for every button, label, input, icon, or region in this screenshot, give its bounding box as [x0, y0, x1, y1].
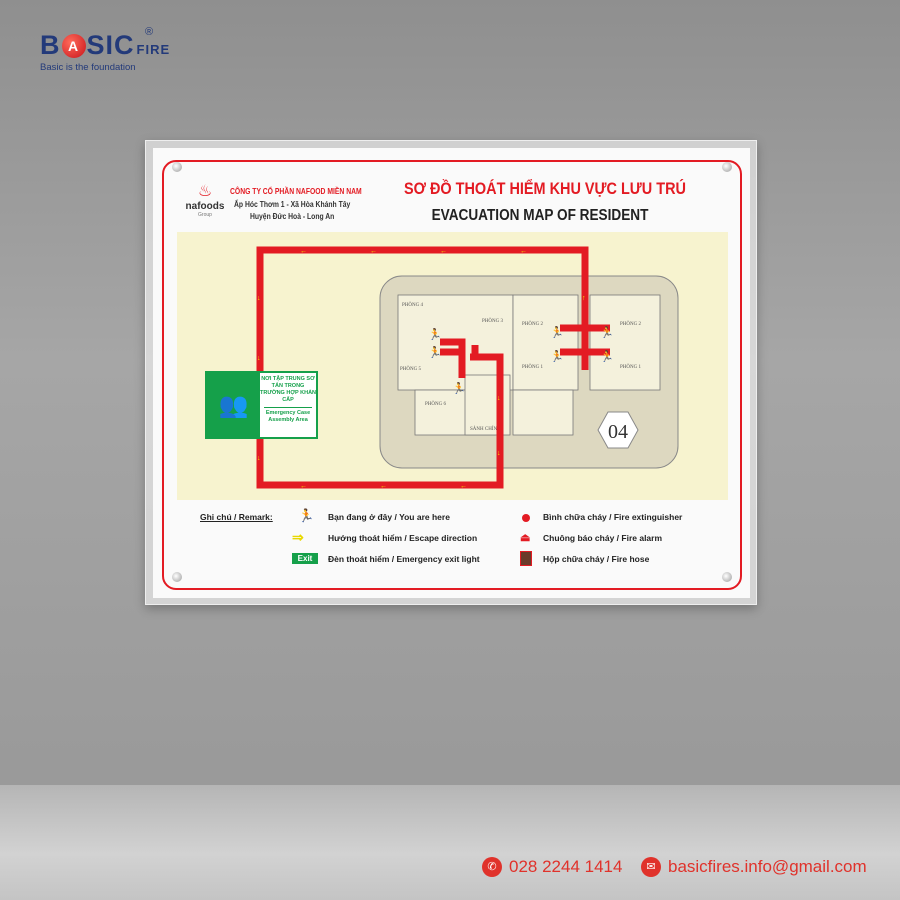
svg-text:🏃: 🏃 [550, 326, 564, 339]
flame-icon: ♨ [197, 183, 213, 200]
room-label: PHÒNG 1 [620, 364, 641, 370]
assembly-people-icon: 👥 [207, 373, 260, 437]
room-label: SẢNH CHÍNH [470, 426, 501, 432]
svg-text:←: ← [370, 248, 377, 255]
logo-tagline: Basic is the foundation [40, 62, 136, 73]
logo-word: SIC [86, 30, 135, 60]
svg-text:🏃: 🏃 [550, 350, 564, 363]
address-line: Ấp Hóc Thơm 1 - Xã Hòa Khánh Tây [234, 200, 351, 209]
logo-suffix: FIRE [136, 42, 171, 57]
email-address: basicfires.info@gmail.com [668, 857, 867, 876]
title-english: EVACUATION MAP OF RESIDENT [431, 207, 649, 224]
room-label: PHÒNG 5 [400, 366, 421, 372]
legend-title: Ghi chú / Remark: [200, 512, 273, 522]
fire-hose-icon [520, 551, 532, 566]
svg-text:↓: ↓ [257, 355, 261, 362]
legend-hose: Hộp chữa cháy / Fire hose [543, 554, 650, 564]
rooms [397, 294, 661, 436]
assembly-en: Emergency Case Assembly Area [265, 410, 311, 423]
room-label: PHÒNG 2 [620, 321, 641, 327]
registered-mark: ® [145, 26, 154, 38]
svg-text:🏃: 🏃 [600, 350, 614, 363]
red-frame [162, 160, 742, 590]
svg-text:↓: ↓ [497, 395, 501, 402]
svg-text:←: ← [460, 483, 467, 490]
legend-extinguisher: Bình chữa cháy / Fire extinguisher [543, 512, 683, 522]
nafoods-text: nafoods [185, 201, 225, 212]
svg-text:←: ← [440, 248, 447, 255]
svg-text:↓: ↓ [257, 455, 261, 462]
nafoods-sub: Group [198, 212, 212, 218]
svg-text:←: ← [380, 483, 387, 490]
room-label: PHÒNG 4 [402, 302, 423, 308]
svg-text:↓: ↓ [497, 450, 501, 457]
building-number: 04 [608, 421, 628, 443]
svg-text:🏃: 🏃 [600, 326, 614, 339]
you-are-here-icons: 🏃 🏃 🏃 🏃 🏃 🏃 🏃 [428, 326, 614, 395]
exit-sign-icon: Exit [292, 553, 318, 564]
screw [722, 162, 732, 172]
screw [172, 162, 182, 172]
svg-text:🏃: 🏃 [452, 382, 466, 395]
room-label: PHÒNG 6 [425, 401, 446, 407]
phone-icon: ✆ [482, 857, 502, 877]
room-label: PHÒNG 1 [522, 364, 543, 370]
svg-text:🏃: 🏃 [428, 328, 442, 341]
logo-letter: B [40, 30, 61, 60]
screw [172, 572, 182, 582]
nafoods-logo: ♨ nafoods Group [184, 183, 226, 218]
floor [0, 785, 900, 900]
svg-text:←: ← [300, 248, 307, 255]
legend-escape: Hướng thoát hiểm / Escape direction [328, 533, 478, 543]
legend-you-are-here: Bạn đang ở đây / You are here [328, 512, 450, 522]
mail-icon: ✉ [641, 857, 661, 877]
legend-alarm: Chuông báo cháy / Fire alarm [543, 533, 663, 543]
logo-ball: A [61, 33, 86, 58]
running-man-icon: 🏃 [298, 508, 315, 523]
room-label: PHÒNG 3 [482, 318, 503, 324]
svg-text:↑: ↑ [582, 295, 586, 302]
svg-text:←: ← [520, 248, 527, 255]
escape-route [256, 246, 610, 489]
assembly-vi: NƠI TẬP TRUNG SƠ TÁN TRONG TRƯỜNG HỢP KH… [260, 376, 317, 403]
assembly-area-sign: 👥 NƠI TẬP TRUNG SƠ TÁN TRONG TRƯỜNG HỢP … [205, 371, 318, 439]
fire-alarm-icon: ⏏ [520, 532, 531, 544]
extinguisher-icon [522, 514, 530, 522]
escape-arrows: ← ← ← ← ↓ ↓ ↓ ← ← ← ↓ ↓ ↑ [257, 248, 586, 490]
phone-number: 028 2244 1414 [509, 857, 623, 876]
svg-text:↓: ↓ [257, 295, 261, 302]
company-name: CÔNG TY CỔ PHẦN NAFOOD MIỀN NAM [230, 186, 362, 196]
legend-exit-light: Đèn thoát hiểm / Emergency exit light [328, 554, 480, 564]
email-contact[interactable]: ✉ basicfires.info@gmail.com [641, 857, 867, 877]
title-vietnamese: SƠ ĐỒ THOÁT HIỂM KHU VỰC LƯU TRÚ [404, 179, 686, 198]
building-badge [597, 411, 639, 449]
svg-text:←: ← [300, 483, 307, 490]
room-label: PHÒNG 2 [522, 321, 543, 327]
svg-text:🏃: 🏃 [428, 346, 442, 359]
address-line: Huyện Đức Hoà - Long An [249, 212, 335, 221]
yellow-arrow-icon: ⇒ [292, 529, 304, 545]
screw [722, 572, 732, 582]
phone-contact[interactable]: ✆ 028 2244 1414 [482, 857, 622, 877]
